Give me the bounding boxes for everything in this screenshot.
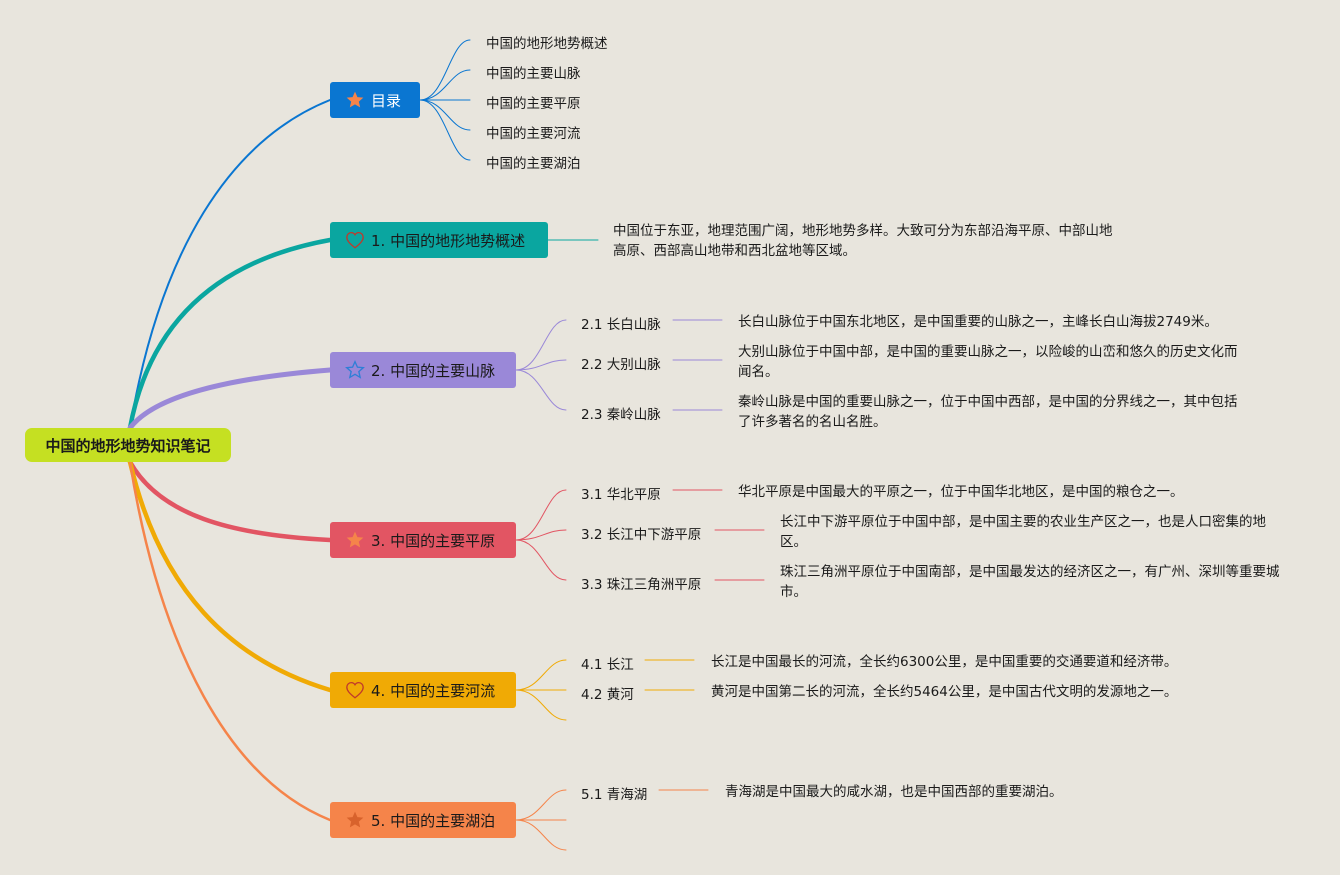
toc-item-lakes[interactable]: 中国的主要湖泊 <box>486 156 581 172</box>
link-mountains-0 <box>515 319 567 371</box>
link-plains-0 <box>515 489 567 541</box>
plain-huabei-note: 华北平原是中国最大的平原之一，位于中国华北地区，是中国的粮仓之一。 <box>738 484 1184 500</box>
toc-item-rivers[interactable]: 中国的主要河流 <box>486 126 581 142</box>
branch-lakes-node[interactable]: 5. 中国的主要湖泊 <box>330 802 516 838</box>
star-outline-icon <box>344 360 366 380</box>
mountain-changbai[interactable]: 2.1 长白山脉 <box>581 317 661 333</box>
plain-huabei[interactable]: 3.1 华北平原 <box>581 487 661 503</box>
link-rivers-0 <box>515 659 567 691</box>
branch-mountains-node[interactable]: 2. 中国的主要山脉 <box>330 352 516 388</box>
toc-item-overview[interactable]: 中国的地形地势概述 <box>486 36 608 52</box>
mountain-dabie-note: 大别山脉位于中国中部，是中国的重要山脉之一，以险峻的山峦和悠久的历史文化而闻名。 <box>738 344 1238 380</box>
mountain-qinling-note: 秦岭山脉是中国的重要山脉之一，位于中国中西部，是中国的分界线之一，其中包括了许多… <box>738 394 1238 430</box>
overview-note: 中国位于东亚，地理范围广阔，地形地势多样。大致可分为东部沿海平原、中部山地高原、… <box>613 223 1113 259</box>
link-root-overview <box>127 237 333 431</box>
star-icon <box>344 530 366 550</box>
link-plains-1 <box>515 529 567 541</box>
branch-plains-node[interactable]: 3. 中国的主要平原 <box>330 522 516 558</box>
branch-rivers-node[interactable]: 4. 中国的主要河流 <box>330 672 516 708</box>
branch-lakes-label: 5. 中国的主要湖泊 <box>371 811 496 830</box>
plain-changjiang-note: 长江中下游平原位于中国中部，是中国主要的农业生产区之一，也是人口密集的地区。 <box>780 514 1266 550</box>
river-huanghe-note: 黄河是中国第二长的河流，全长约5464公里，是中国古代文明的发源地之一。 <box>711 684 1178 700</box>
link-root-lakes <box>128 460 332 822</box>
link-root-rivers <box>127 459 333 693</box>
link-lakes-0 <box>515 789 567 821</box>
heart-icon <box>344 230 366 250</box>
link-lakes-2 <box>515 819 567 851</box>
plain-zhujiang[interactable]: 3.3 珠江三角洲平原 <box>581 577 702 593</box>
link-root-plains <box>127 459 333 543</box>
river-changjiang[interactable]: 4.1 长江 <box>581 657 634 673</box>
branch-mountains-label: 2. 中国的主要山脉 <box>371 361 496 380</box>
mountain-qinling[interactable]: 2.3 秦岭山脉 <box>581 407 661 423</box>
plain-zhujiang-note: 珠江三角洲平原位于中国南部，是中国最发达的经济区之一，有广州、深圳等重要城市。 <box>780 564 1280 600</box>
link-toc-item-1 <box>419 69 471 101</box>
star-icon <box>344 90 366 110</box>
star-icon <box>344 810 366 830</box>
branch-plains-label: 3. 中国的主要平原 <box>371 531 496 550</box>
mountain-changbai-note: 长白山脉位于中国东北地区，是中国重要的山脉之一，主峰长白山海拔2749米。 <box>738 314 1218 330</box>
link-root-toc <box>129 99 331 429</box>
link-toc-item-3 <box>419 99 471 131</box>
branch-overview-label: 1. 中国的地形地势概述 <box>371 231 526 250</box>
lake-qinghai-note: 青海湖是中国最大的咸水湖，也是中国西部的重要湖泊。 <box>725 784 1063 800</box>
link-mountains-1 <box>515 359 567 371</box>
mountain-dabie[interactable]: 2.2 大别山脉 <box>581 357 661 373</box>
root-node[interactable]: 中国的地形地势知识笔记 <box>25 428 231 462</box>
toc-label: 目录 <box>371 91 402 110</box>
plain-changjiang[interactable]: 3.2 长江中下游平原 <box>581 527 702 543</box>
toc-item-mountains[interactable]: 中国的主要山脉 <box>486 66 581 82</box>
link-rivers-2 <box>515 689 567 721</box>
toc-node[interactable]: 目录 <box>330 82 420 118</box>
lake-qinghai[interactable]: 5.1 青海湖 <box>581 787 648 803</box>
link-mountains-2 <box>515 369 567 411</box>
heart-icon <box>344 680 366 700</box>
river-changjiang-note: 长江是中国最长的河流，全长约6300公里，是中国重要的交通要道和经济带。 <box>711 654 1178 670</box>
link-toc-item-0 <box>419 39 471 101</box>
branch-overview-node[interactable]: 1. 中国的地形地势概述 <box>330 222 548 258</box>
toc-item-plains[interactable]: 中国的主要平原 <box>486 96 581 112</box>
link-root-mountains <box>127 367 333 431</box>
branch-rivers-label: 4. 中国的主要河流 <box>371 681 496 700</box>
link-toc-item-4 <box>419 99 471 161</box>
river-huanghe[interactable]: 4.2 黄河 <box>581 687 634 703</box>
link-plains-2 <box>515 539 567 581</box>
